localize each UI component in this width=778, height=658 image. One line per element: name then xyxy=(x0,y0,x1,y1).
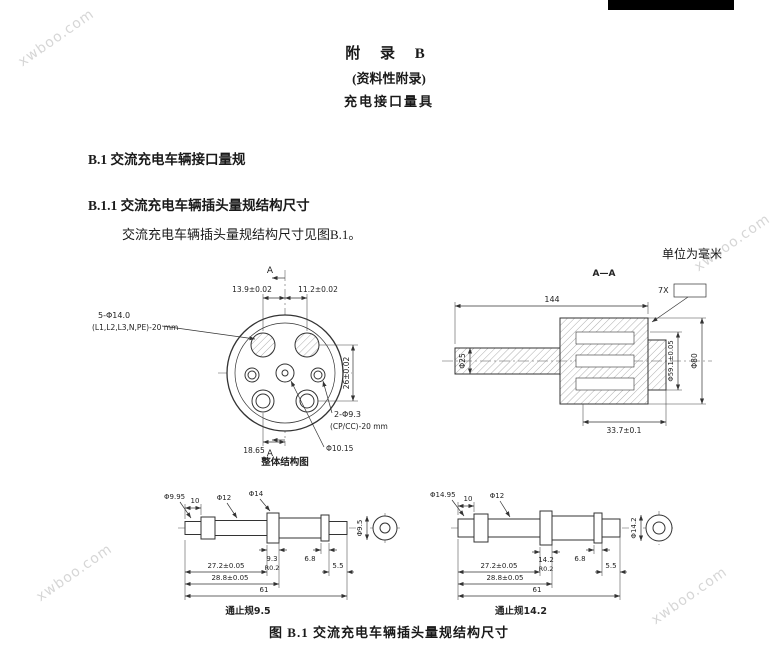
gauge-9-5-view: Φ9.5 Φ9.95 10 Φ12 Φ14 9.3 R0.2 6.8 5.5 2… xyxy=(164,490,400,617)
section-view: A—A 144 7X Φ25 Φ59.1±0.05 Φ80 xyxy=(442,269,712,435)
dim-10: 10 xyxy=(191,497,200,505)
dim-14-2: 14.2 xyxy=(538,556,554,564)
front-view: A A 13.9±0.02 11.2±0.02 5-Φ14.0 (L1,L2,L… xyxy=(92,266,388,468)
heading-b11: B.1.1 交流充电车辆插头量规结构尺寸 xyxy=(88,198,310,213)
callout-small-holes-note: (CP/CC)-20 mm xyxy=(330,422,388,431)
dim-r02: R0.2 xyxy=(539,565,554,573)
dim-tip: Φ9.95 xyxy=(164,493,185,501)
dim-26: 26±0.02 xyxy=(342,357,351,390)
dim-25: Φ25 xyxy=(458,353,467,369)
callout-large-holes: 5-Φ14.0 xyxy=(98,311,130,320)
dim-14: Φ14 xyxy=(249,490,264,498)
pin-hole xyxy=(294,332,320,358)
dim-end-view: Φ14.2 xyxy=(630,517,638,538)
dim-61: 61 xyxy=(260,586,269,594)
appendix-subtitle: (资料性附录) xyxy=(352,71,426,86)
dim-13-9: 13.9±0.02 xyxy=(232,285,272,294)
dim-12: Φ12 xyxy=(490,492,504,500)
unit-note: 单位为毫米 xyxy=(661,247,722,261)
pin-hole xyxy=(250,332,276,358)
dim-59-1: Φ59.1±0.05 xyxy=(667,340,675,381)
gauge-14-2-label: 通止规14.2 xyxy=(495,605,547,617)
gauge-14-2-view: Φ14.2 Φ14.95 10 Φ12 14.2 R0.2 6.8 5.5 27… xyxy=(430,491,675,617)
dim-80: Φ80 xyxy=(690,353,699,369)
redaction-bar xyxy=(608,0,734,10)
dim-6-8: 6.8 xyxy=(304,555,315,563)
figure-caption: 图 B.1 交流充电车辆插头量规结构尺寸 xyxy=(269,625,509,640)
dim-61: 61 xyxy=(533,586,542,594)
dim-5-5: 5.5 xyxy=(605,562,616,570)
heading-b1: B.1 交流充电车辆接口量规 xyxy=(88,152,246,167)
front-view-label: 整体结构图 xyxy=(260,456,309,468)
dim-r02: R0.2 xyxy=(265,564,280,572)
section-view-label: A—A xyxy=(593,269,616,279)
appendix-title: 附 录 B xyxy=(345,46,433,62)
dim-tip: Φ14.95 xyxy=(430,491,456,499)
gauge-9-5-label: 通止规9.5 xyxy=(225,605,270,617)
appendix-topic: 充电接口量具 xyxy=(343,94,434,109)
dim-12: Φ12 xyxy=(217,494,231,502)
dim-144: 144 xyxy=(544,295,559,304)
section-letter-bottom: A xyxy=(267,449,274,459)
dim-end-view: Φ9.5 xyxy=(356,520,364,537)
dim-9-3: 9.3 xyxy=(266,555,277,563)
callout-small-holes: 2-Φ9.3 xyxy=(334,410,361,419)
dim-28-8: 28.8±0.05 xyxy=(211,574,248,582)
dim-27-2: 27.2±0.05 xyxy=(480,562,517,570)
dim-11-2: 11.2±0.02 xyxy=(298,285,338,294)
dim-10-15: Φ10.15 xyxy=(326,444,354,453)
section-letter-top: A xyxy=(267,266,274,276)
callout-large-holes-note: (L1,L2,L3,N,PE)-20 mm xyxy=(92,323,178,332)
dim-33-7: 33.7±0.1 xyxy=(607,426,642,435)
callout-7x: 7X xyxy=(658,286,669,295)
dim-27-2: 27.2±0.05 xyxy=(207,562,244,570)
dim-6-8: 6.8 xyxy=(574,555,585,563)
body-paragraph: 交流充电车辆插头量规结构尺寸见图B.1。 xyxy=(122,227,362,242)
dim-5-5: 5.5 xyxy=(332,562,343,570)
dim-28-8: 28.8±0.05 xyxy=(486,574,523,582)
figure-b1-drawing: A A 13.9±0.02 11.2±0.02 5-Φ14.0 (L1,L2,L… xyxy=(92,266,712,617)
dim-10: 10 xyxy=(464,495,473,503)
dim-18-65: 18.65 xyxy=(243,446,265,455)
